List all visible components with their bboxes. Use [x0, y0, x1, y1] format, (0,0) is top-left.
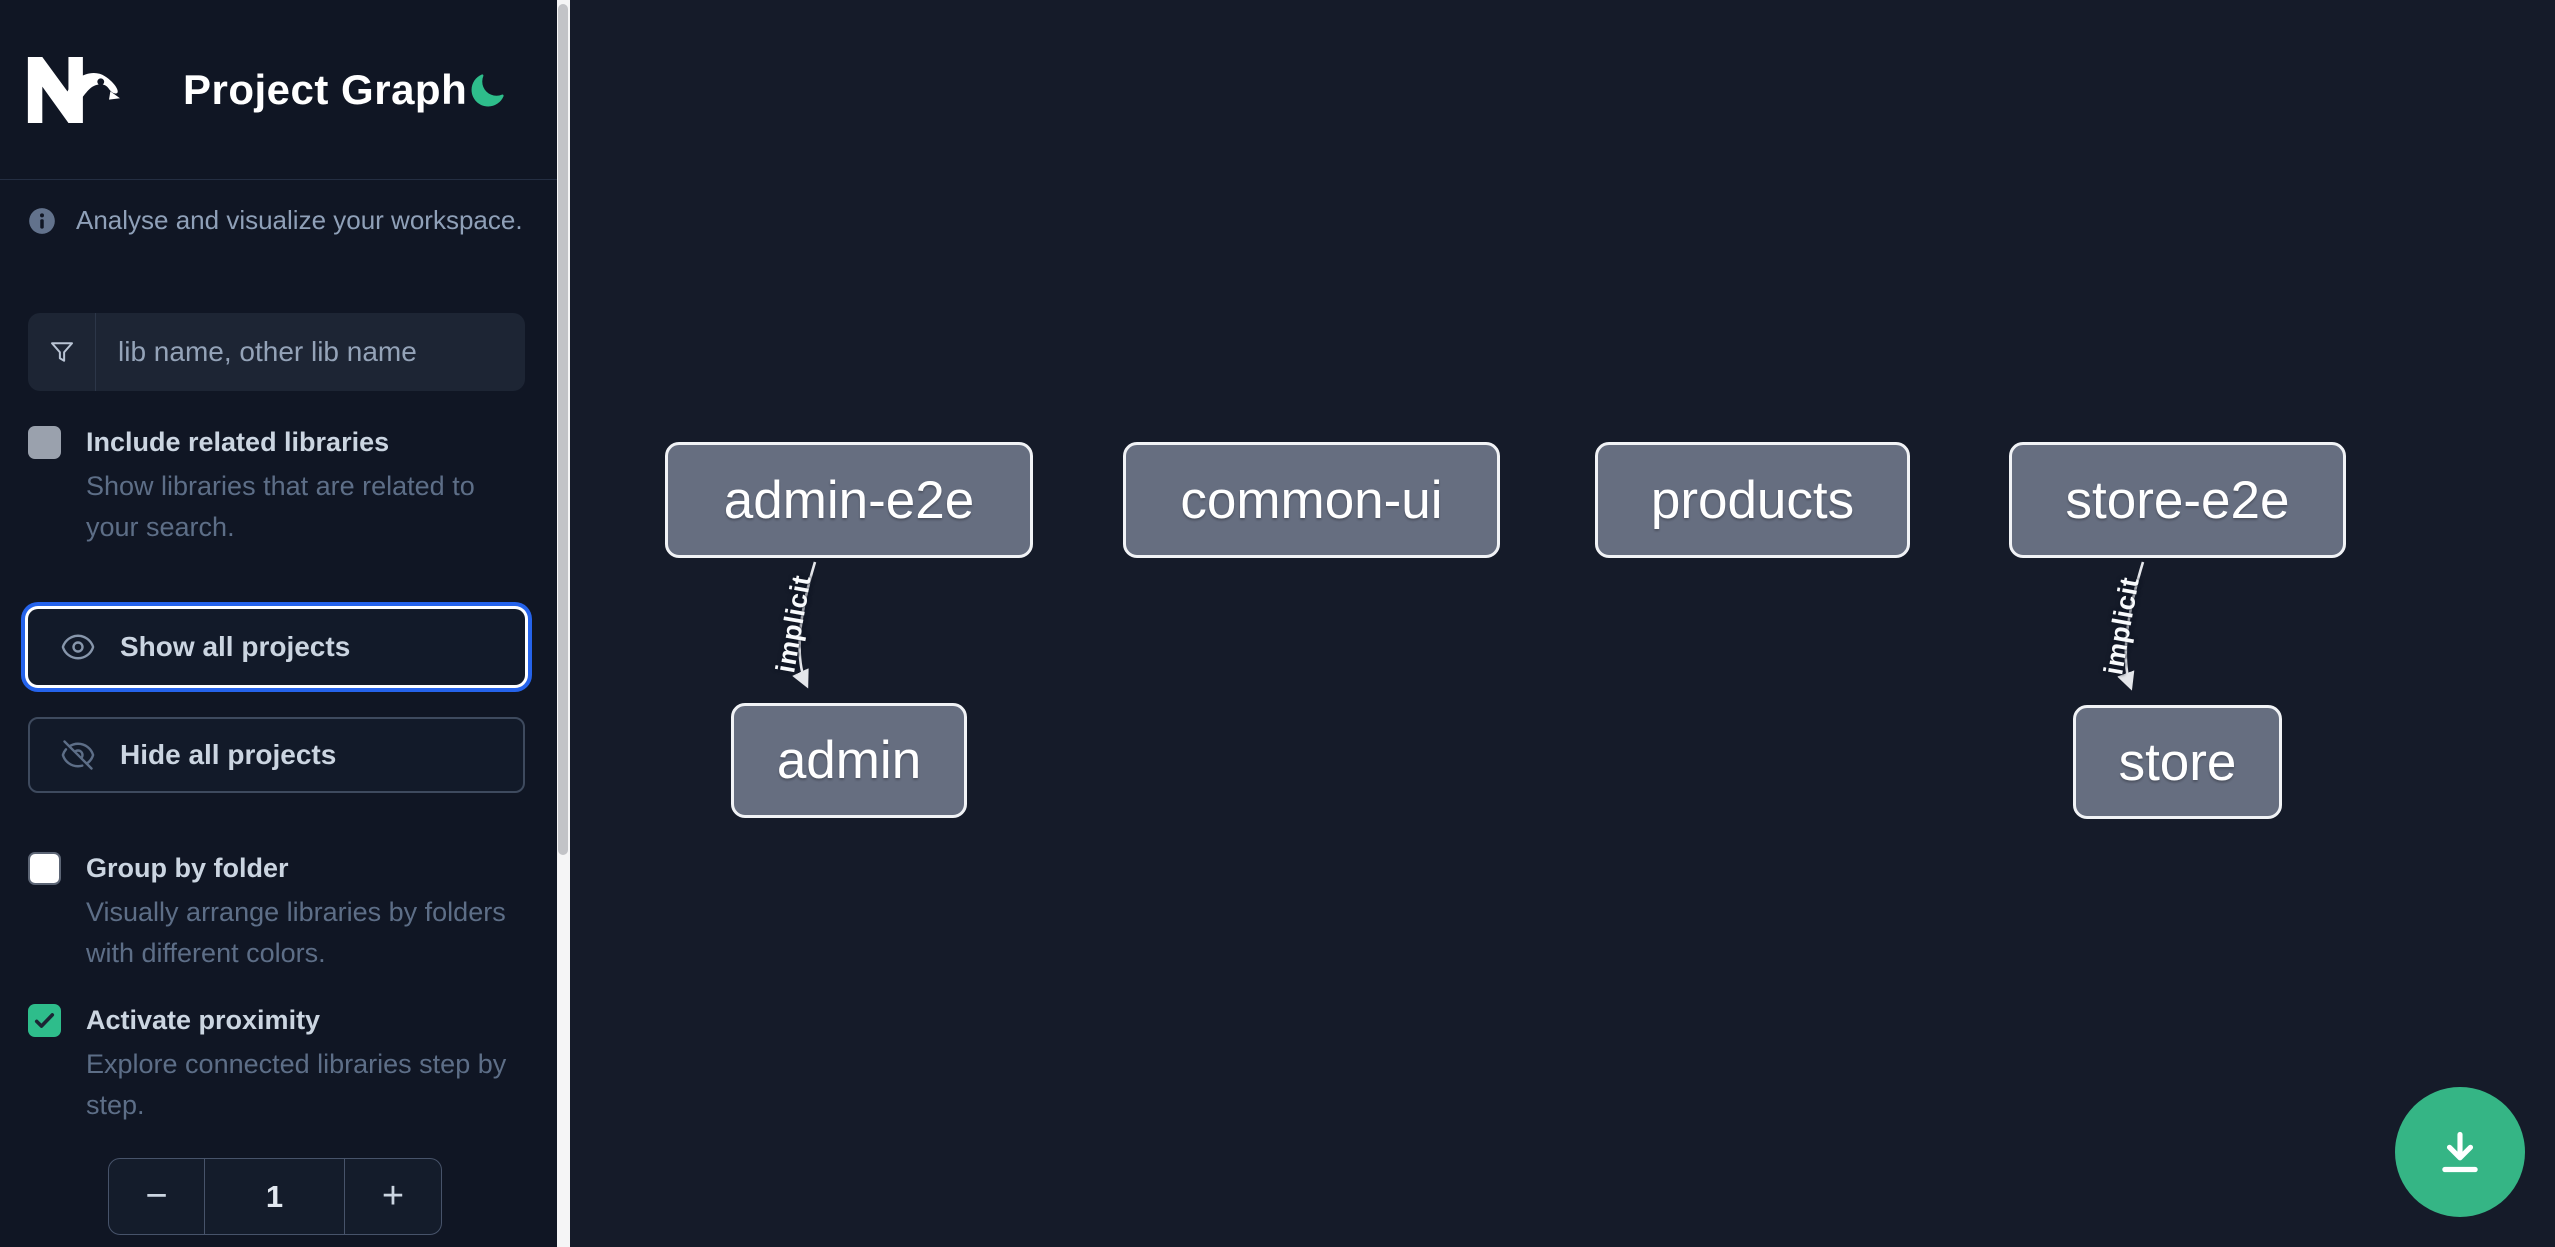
- download-graph-button[interactable]: [2395, 1087, 2525, 1217]
- proximity-depth-stepper: − 1 +: [108, 1158, 442, 1235]
- eye-slash-icon: [61, 740, 95, 770]
- hide-all-projects-button[interactable]: Hide all projects: [28, 717, 525, 793]
- dependency-edges-layer: [792, 561, 2145, 691]
- node-store[interactable]: store: [2073, 705, 2282, 819]
- proximity-depth-value: 1: [265, 1178, 284, 1214]
- toggle-activate-proximity: Activate proximity Explore connected lib…: [28, 1002, 528, 1126]
- show-all-projects-button[interactable]: Show all projects: [28, 609, 525, 685]
- search-box: [28, 313, 525, 391]
- activate-proximity-label[interactable]: Activate proximity: [86, 1005, 321, 1035]
- node-common-ui[interactable]: common-ui: [1123, 442, 1500, 558]
- moon-icon: [471, 74, 504, 107]
- download-icon: [2442, 1131, 2478, 1173]
- group-by-folder-label[interactable]: Group by folder: [86, 853, 289, 883]
- group-by-folder-description: Visually arrange libraries by folders wi…: [86, 897, 506, 968]
- sidebar-scrollbar-track: [557, 0, 570, 1247]
- project-graph-canvas[interactable]: implicit implicit admin-e2e common-ui pr…: [570, 0, 2555, 1247]
- toggle-group-by-folder: Group by folder Visually arrange librari…: [28, 850, 528, 974]
- check-icon: [34, 1013, 55, 1028]
- show-all-projects-label: Show all projects: [120, 631, 351, 662]
- page-title: Project Graph: [183, 65, 468, 113]
- activate-proximity-description: Explore connected libraries step by step…: [86, 1049, 507, 1120]
- filter-icon-cell: [28, 313, 96, 391]
- tagline-text: Analyse and visualize your workspace.: [76, 205, 523, 235]
- decrement-button[interactable]: −: [109, 1159, 205, 1234]
- include-related-label[interactable]: Include related libraries: [86, 427, 390, 457]
- theme-toggle-button[interactable]: [467, 72, 507, 112]
- sidebar-header: Project Graph: [0, 0, 557, 180]
- nx-logo: [27, 56, 120, 123]
- node-store-e2e[interactable]: store-e2e: [2009, 442, 2346, 558]
- node-admin-e2e[interactable]: admin-e2e: [665, 442, 1033, 558]
- toggle-include-related: Include related libraries Show libraries…: [28, 424, 528, 548]
- include-related-checkbox[interactable]: [28, 426, 61, 459]
- node-admin[interactable]: admin: [731, 703, 967, 818]
- workspace-tagline: Analyse and visualize your workspace.: [28, 205, 528, 236]
- hide-all-projects-label: Hide all projects: [120, 739, 337, 770]
- eye-icon: [61, 634, 95, 660]
- sidebar: Project Graph Analyse and visualize your…: [0, 0, 557, 1247]
- info-icon: [29, 207, 55, 234]
- edge-store-e2e-to-store[interactable]: [2117, 561, 2145, 691]
- include-related-description: Show libraries that are related to your …: [86, 471, 475, 542]
- activate-proximity-checkbox[interactable]: [28, 1004, 61, 1037]
- sidebar-scrollbar-thumb[interactable]: [558, 4, 568, 855]
- filter-icon: [50, 342, 73, 362]
- group-by-folder-checkbox[interactable]: [28, 852, 61, 885]
- node-products[interactable]: products: [1595, 442, 1910, 558]
- edge-admin-e2e-to-admin[interactable]: [792, 561, 817, 689]
- search-input[interactable]: [96, 313, 525, 391]
- increment-button[interactable]: +: [344, 1159, 441, 1234]
